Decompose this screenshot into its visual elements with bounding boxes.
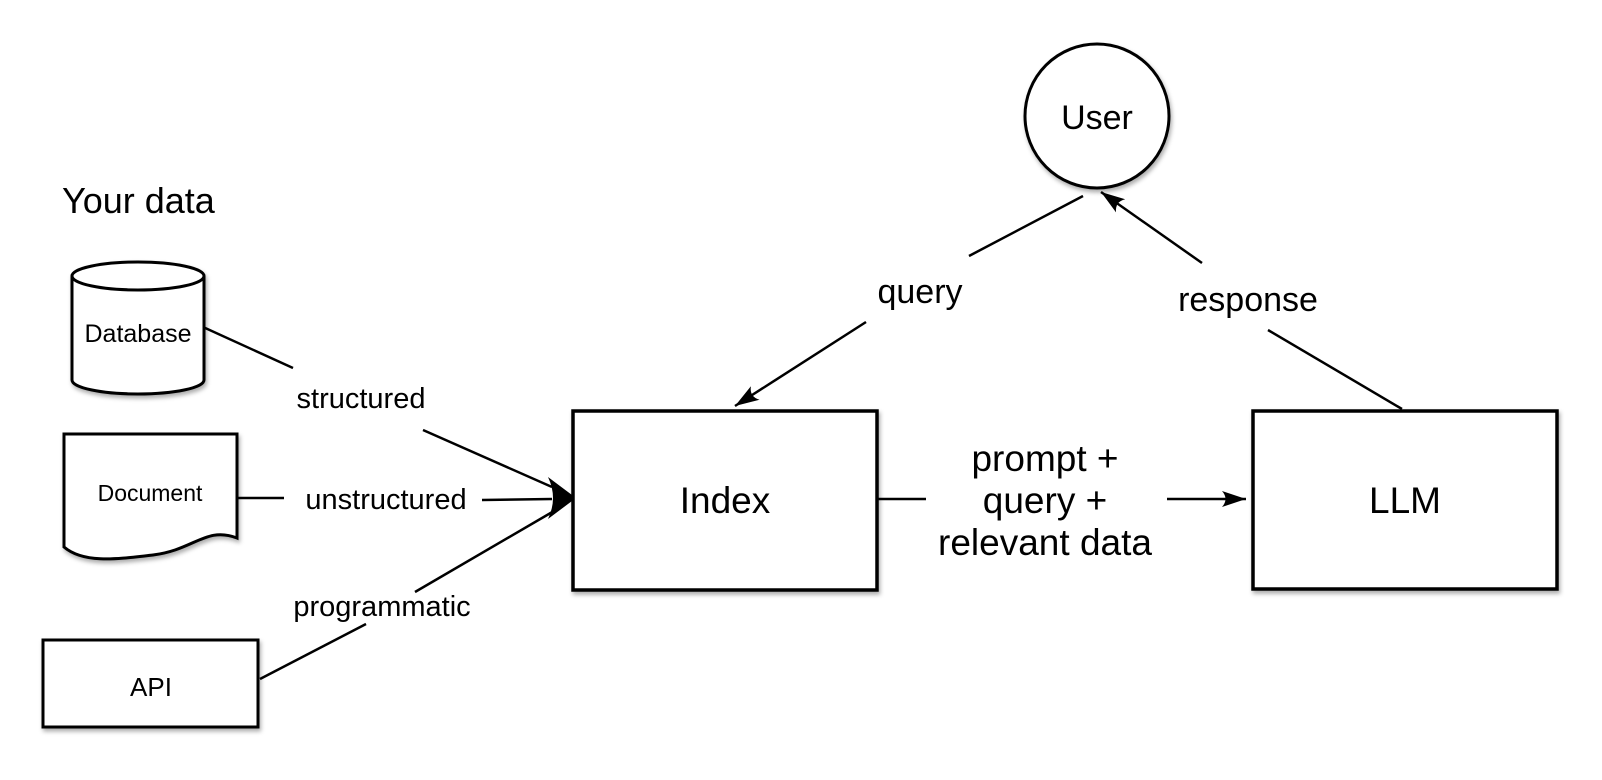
database-cylinder-body: [72, 276, 204, 380]
index-box-shape: [571, 409, 879, 592]
structured-line-segment-2: [422, 428, 553, 489]
query-line-segment-2: [734, 320, 867, 408]
document-node: Document: [62, 432, 239, 561]
unstructured-edge-label: unstructured: [305, 484, 466, 516]
llm-box-shape: [1251, 409, 1559, 591]
index-node-label: Index: [680, 480, 771, 521]
programmatic-line-segment-1: [259, 622, 367, 681]
database-node: Database: [70, 260, 206, 396]
response-line-segment-1: [1267, 328, 1403, 411]
edge-database-structured: structured: [202, 325, 553, 489]
database-cylinder-top: [70, 260, 206, 292]
document-sheet-shape: [62, 432, 239, 561]
edge-user-query: query: [734, 194, 1084, 408]
prompt-edge-label-line2: query +: [983, 480, 1107, 521]
edge-llm-response: response: [1100, 190, 1403, 411]
user-node-label: User: [1061, 99, 1133, 137]
prompt-edge-label-line1: prompt +: [971, 438, 1118, 479]
programmatic-edge-label: programmatic: [293, 591, 470, 623]
edge-document-unstructured: unstructured: [237, 484, 553, 516]
merge-arrowhead-icon: [548, 477, 576, 519]
index-node: Index: [571, 409, 879, 592]
api-box-shape: [41, 638, 260, 729]
unstructured-line-segment-2: [481, 497, 553, 502]
llm-node-label: LLM: [1369, 480, 1441, 521]
query-line-segment-1: [968, 194, 1084, 258]
programmatic-line-segment-2: [414, 509, 555, 594]
your-data-title: Your data: [62, 180, 216, 221]
api-node-label: API: [130, 672, 172, 702]
structured-edge-label: structured: [297, 383, 426, 415]
response-edge-label: response: [1178, 281, 1318, 319]
edge-index-llm: prompt + query + relevant data: [877, 438, 1246, 563]
api-node: API: [41, 638, 260, 729]
user-circle-shape: [1023, 42, 1171, 190]
user-node: User: [1023, 42, 1171, 190]
structured-line-segment-1: [202, 325, 294, 370]
edge-api-programmatic: programmatic: [259, 509, 555, 681]
document-node-label: Document: [98, 480, 203, 506]
database-node-label: Database: [84, 320, 191, 348]
query-edge-label: query: [877, 273, 962, 311]
prompt-edge-label-line3: relevant data: [938, 522, 1152, 563]
llm-node: LLM: [1251, 409, 1559, 591]
response-line-segment-2: [1100, 190, 1203, 265]
